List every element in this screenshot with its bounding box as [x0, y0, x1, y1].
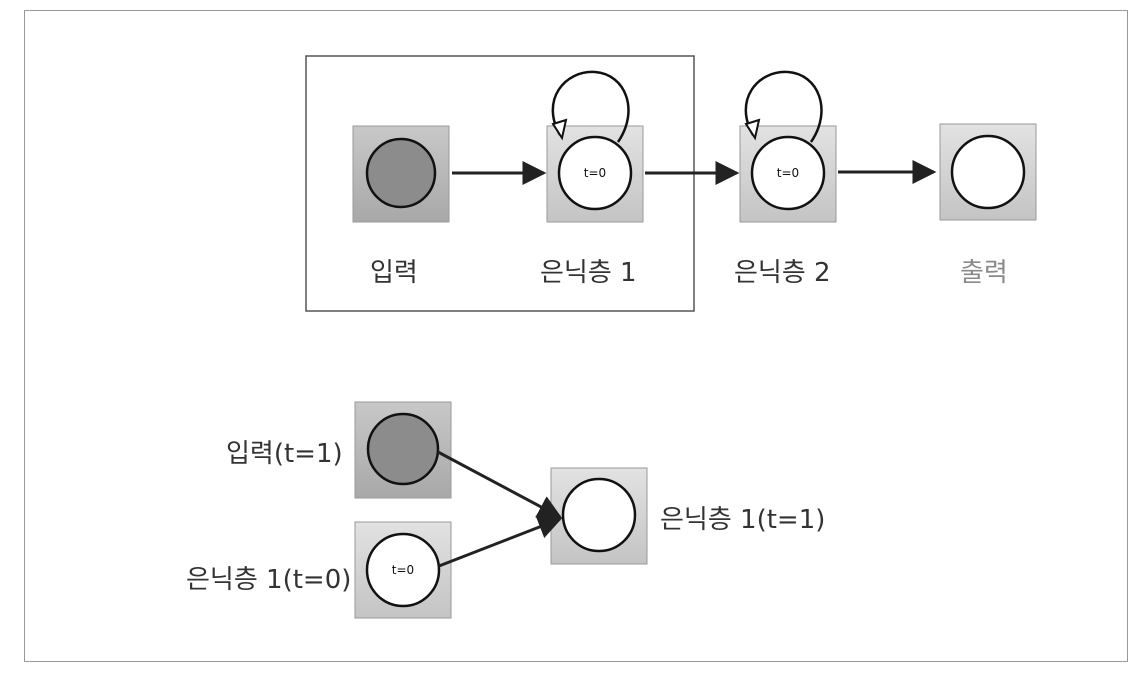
bottom-hidden-node	[550, 467, 648, 565]
hidden1-node: t=0	[546, 125, 644, 223]
bottom-input-node	[354, 401, 452, 499]
input-label: 입력	[370, 258, 418, 288]
hidden1-label: 은닉층 1	[540, 258, 637, 288]
hidden2-loop-arrowhead	[744, 118, 761, 141]
hidden1-loop-arrowhead	[551, 118, 568, 141]
hidden2-self-loop	[744, 70, 823, 143]
hidden1-self-loop	[551, 70, 630, 143]
hidden2-state-text: t=0	[777, 166, 799, 180]
arrow-prev-hidden-to-hidden	[438, 515, 563, 568]
bottom-input-label: 입력(t=1)	[226, 439, 343, 469]
hidden2-node: t=0	[739, 125, 837, 223]
output-label: 출력	[960, 258, 1008, 288]
input-node	[352, 125, 450, 223]
output-node	[939, 123, 1037, 221]
hidden-layer-1-group-box	[305, 55, 695, 312]
bottom-prev-hidden-label: 은닉층 1(t=0)	[186, 565, 352, 595]
hidden2-label: 은닉층 2	[734, 258, 831, 288]
arrow-input-t1-to-hidden	[437, 450, 563, 519]
bottom-hidden-label: 은닉층 1(t=1)	[660, 505, 826, 535]
hidden1-state-text: t=0	[584, 166, 606, 180]
bottom-prev-hidden-state-text: t=0	[392, 563, 414, 577]
bottom-prev-hidden-node: t=0	[354, 521, 452, 619]
